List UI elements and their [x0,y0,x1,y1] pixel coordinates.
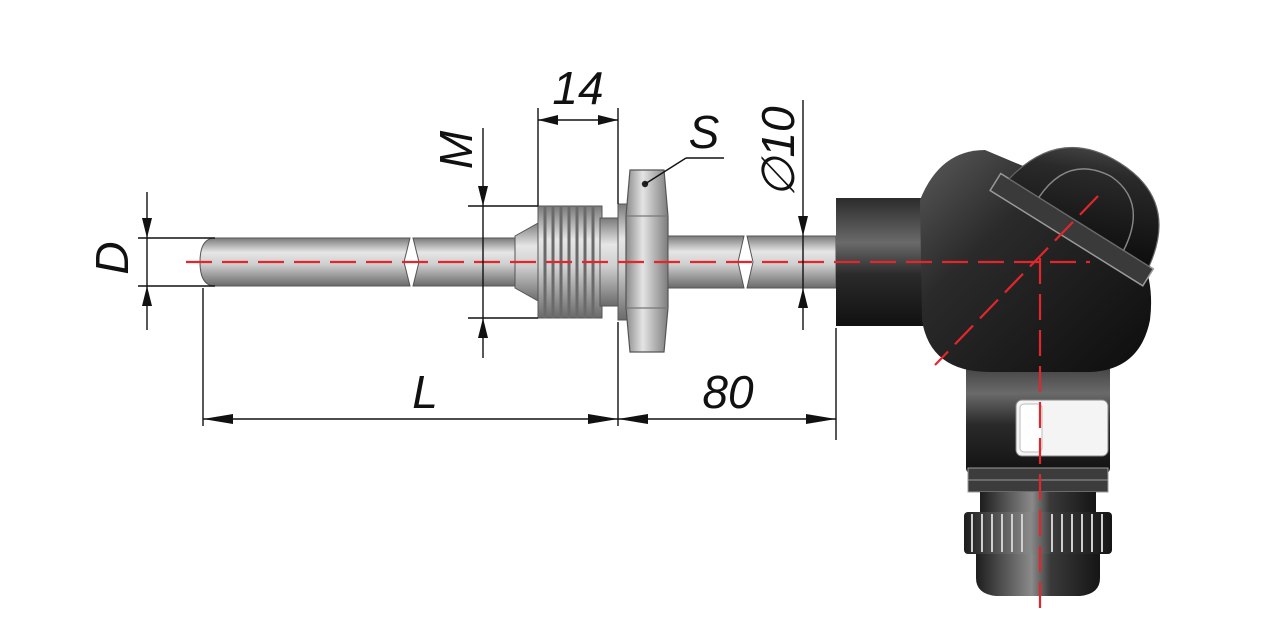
connection-head [836,146,1160,493]
label-thread-length: 14 [552,62,603,114]
hex-nut [617,169,669,353]
label-thread: M [430,130,482,169]
label-neck-length: 80 [702,366,754,418]
label-diameter-probe: D [86,241,138,274]
label-diameter-neck: ∅10 [752,106,804,198]
label-hex-wrench: S [689,106,720,158]
cable-gland [964,492,1112,596]
label-immersion-length: L [412,366,438,418]
dimension-lines [138,100,837,440]
center-axes [186,195,1099,616]
